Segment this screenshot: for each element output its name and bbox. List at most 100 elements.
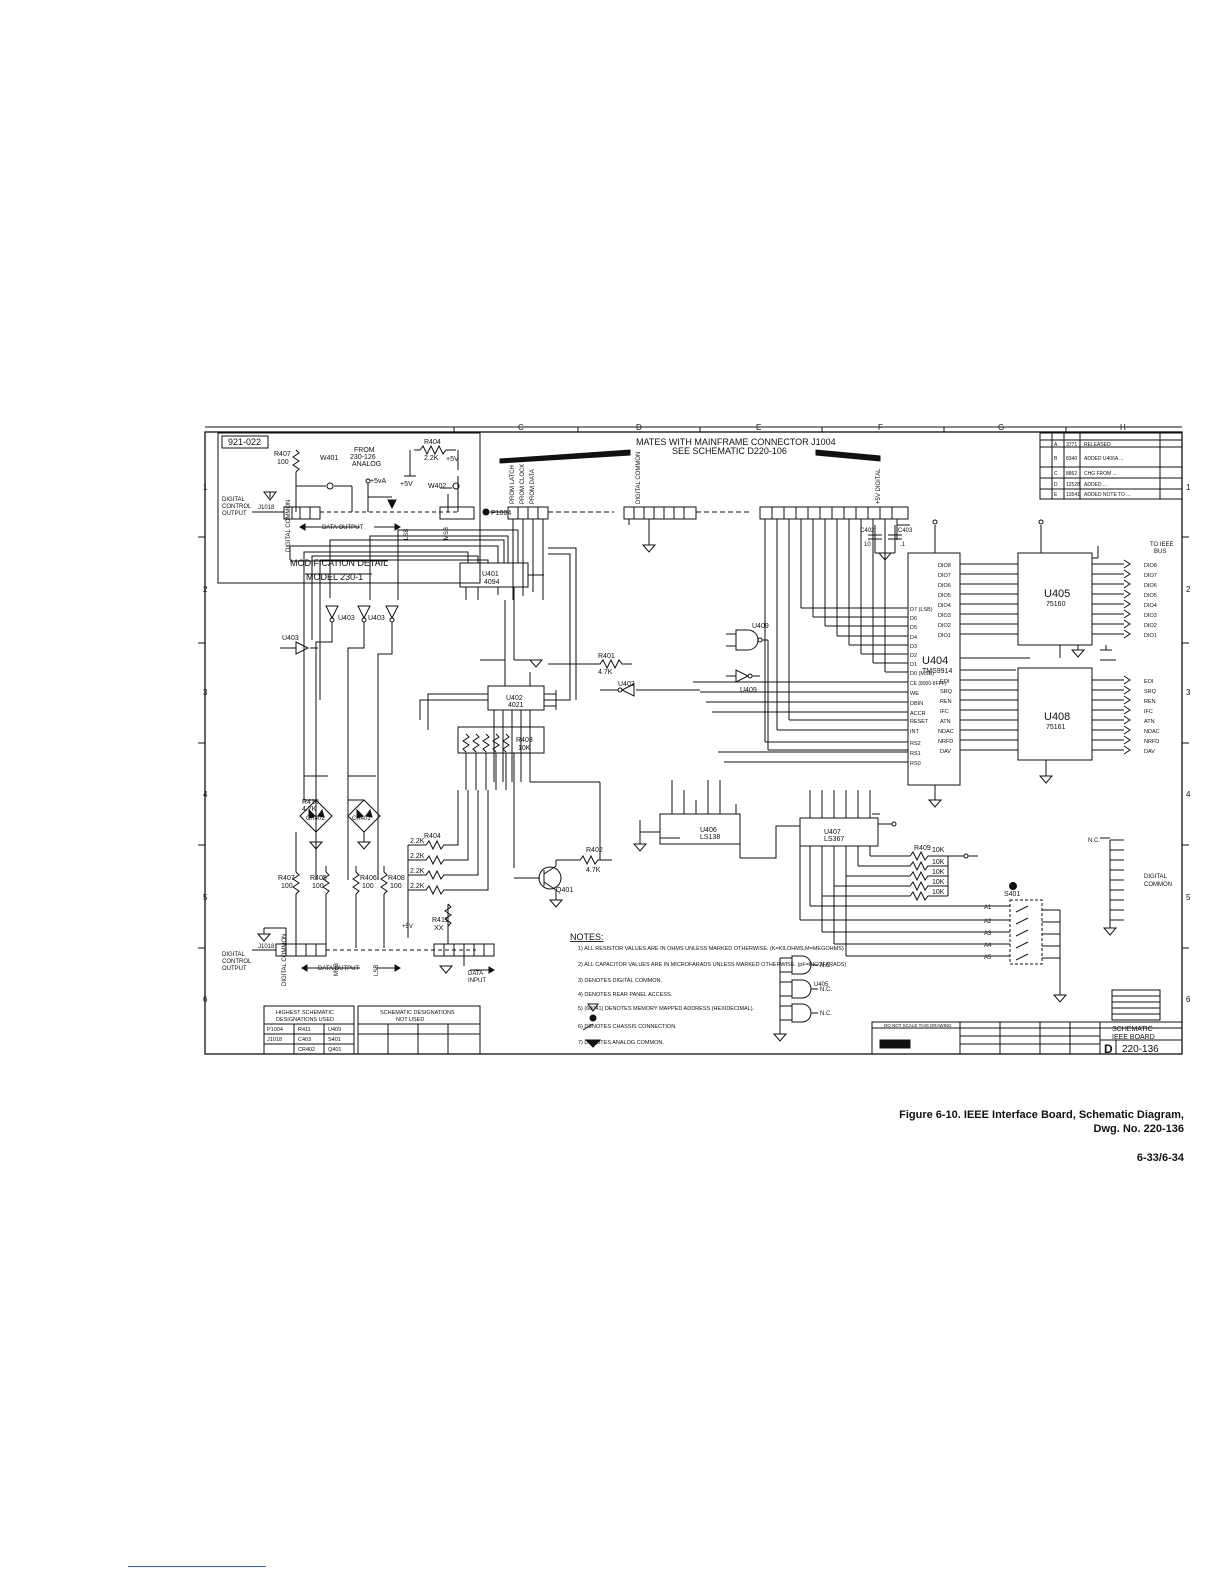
- c403-value: .1: [900, 542, 906, 548]
- mod-plus5v: +5V: [446, 456, 459, 463]
- switch-line-label: A3: [984, 931, 992, 937]
- note-item: 6) DENOTES CHASSIS CONNECTION.: [578, 1024, 677, 1030]
- revision-desc: ADDED ...: [1084, 482, 1107, 488]
- title-block-size: D: [1104, 1042, 1113, 1056]
- ieee-bus-line: ATN: [1144, 719, 1155, 725]
- u404-pin-label: CE (8000-8FFF): [910, 681, 947, 687]
- lower-data-input-2: INPUT: [468, 978, 486, 984]
- u404-pin-label: DIO4: [938, 603, 951, 609]
- mates-with-label: MATES WITH MAINFRAME CONNECTOR J1004: [636, 437, 836, 447]
- u406-ref: U406: [700, 827, 717, 834]
- r404-value: 2.2K: [410, 838, 425, 845]
- revision-ltr: E: [1054, 492, 1058, 498]
- ieee-bus-line: SRQ: [1144, 689, 1157, 695]
- note-item: 4) DENOTES REAR PANEL ACCESS.: [578, 992, 673, 998]
- r408-value: 100: [390, 883, 402, 890]
- zone-number: 6: [203, 995, 208, 1004]
- highest-title-2: DESIGNATIONS USED: [276, 1017, 334, 1023]
- zone-number: 1: [1186, 483, 1191, 492]
- mod-dco-3: OUTPUT: [222, 511, 247, 517]
- notes-title: NOTES:: [570, 932, 604, 942]
- note-item: 3) DENOTES DIGITAL COMMON.: [578, 978, 663, 984]
- u404-pin-label: D6: [910, 616, 917, 622]
- ieee-bus-line: IFC: [1144, 709, 1153, 715]
- ieee-bus-line: REN: [1144, 699, 1156, 705]
- mod-plus5v-2: +5V: [400, 481, 413, 488]
- s401-switch[interactable]: [1009, 899, 1043, 965]
- u404-pin-label: D4: [910, 635, 917, 641]
- mod-from-analog: ANALOG: [352, 461, 381, 468]
- u404-pin-label: DIO2: [938, 623, 951, 629]
- r405-value: 100: [312, 883, 324, 890]
- u408-part: 75161: [1046, 724, 1066, 731]
- r405-label: R405: [310, 875, 327, 882]
- r409-value-3: 10K: [932, 869, 945, 876]
- mod-w401-label: W401: [320, 455, 338, 462]
- u404-pin-label: IFC: [940, 709, 949, 715]
- zone-letter: G: [998, 423, 1004, 432]
- u403-buffer: [357, 605, 371, 620]
- ieee-bus-line: DIO4: [1144, 603, 1157, 609]
- u404-pin-label: D1: [910, 662, 917, 668]
- u401-ref: U401: [482, 571, 499, 578]
- highest-cell: Q401: [328, 1047, 341, 1053]
- u404-part: TMS9914: [922, 668, 952, 675]
- ieee-bus-line: NDAC: [1144, 729, 1160, 735]
- u402-ref: U402: [506, 695, 523, 702]
- u404-pin-label: NDAC: [938, 729, 954, 735]
- revision-ltr: D: [1054, 482, 1058, 488]
- u404-pin-label: DIO8: [938, 563, 951, 569]
- ieee-bus-pin-markers: [1123, 559, 1131, 755]
- highest-cell: R411: [298, 1027, 311, 1033]
- ieee-nc: N.C.: [1088, 838, 1100, 844]
- r409-value-4: 10K: [932, 879, 945, 886]
- r402-value: 4.7K: [586, 867, 601, 874]
- nand-gate-unused: [791, 979, 812, 999]
- mod-lsb: LSB: [404, 529, 410, 540]
- p1004-signal-prom-data: PROM DATA: [530, 469, 536, 504]
- u404-pin-label: DAV: [940, 749, 951, 755]
- mod-w402-label: W402: [428, 483, 446, 490]
- u409-ref: U409: [752, 623, 769, 630]
- mod-plus5va: +5vA: [370, 478, 386, 485]
- p1004-signal-digital-common: DIGITAL COMMON: [636, 452, 642, 504]
- u407-block: [799, 817, 879, 847]
- u405-block: [1017, 552, 1093, 646]
- highest-cell: S401: [328, 1037, 341, 1043]
- mod-r407-value: 100: [277, 459, 289, 466]
- r409-value: 10K: [932, 847, 945, 854]
- revision-ltr: B: [1054, 456, 1058, 462]
- not-used-designations-table: [357, 1005, 481, 1055]
- r404-value-2: 2.2K: [410, 853, 425, 860]
- r406-label: R406: [360, 875, 377, 882]
- ieee-bus-line: DIO2: [1144, 623, 1157, 629]
- zone-number: 5: [1186, 893, 1191, 902]
- u404-pin-label: DIO6: [938, 583, 951, 589]
- lower-lsb: LSB: [374, 965, 380, 976]
- u405-part: 75160: [1046, 601, 1066, 608]
- nand-nc: N.C.: [820, 963, 832, 969]
- cr401-label: CR401: [352, 816, 371, 822]
- ieee-bus-title: TO IEEE: [1150, 542, 1174, 548]
- zone-letter: C: [518, 423, 524, 432]
- mod-j1018: J1018: [258, 505, 275, 511]
- r406-value: 100: [362, 883, 374, 890]
- revision-desc: CHG FROM ...: [1084, 471, 1117, 477]
- r403-value: 10K: [518, 745, 531, 752]
- ieee-digital-common-2: COMMON: [1144, 882, 1172, 888]
- modification-detail-title: MODIFICATION DETAIL: [290, 558, 388, 568]
- u404-pin-label: REN: [940, 699, 952, 705]
- note-item: 5) (60041) DENOTES MEMORY MAPPED ADDRESS…: [578, 1006, 755, 1012]
- ieee-bus-line: DIO6: [1144, 583, 1157, 589]
- revision-eco: 8340: [1066, 456, 1077, 462]
- u404-pin-label: ACCR: [910, 711, 926, 717]
- title-block-subtitle: IEEE BOARD: [1112, 1034, 1155, 1041]
- u407-ref: U407: [824, 829, 841, 836]
- note-item: 7) DENOTES ANALOG COMMON.: [578, 1040, 664, 1046]
- s401-ref: S401: [1004, 891, 1020, 898]
- ieee-digital-common: DIGITAL: [1144, 874, 1168, 880]
- lower-digital-common: DIGITAL COMMON: [282, 934, 288, 986]
- r404-label: R404: [424, 833, 441, 840]
- see-schematic-label: SEE SCHEMATIC D220-106: [672, 446, 787, 456]
